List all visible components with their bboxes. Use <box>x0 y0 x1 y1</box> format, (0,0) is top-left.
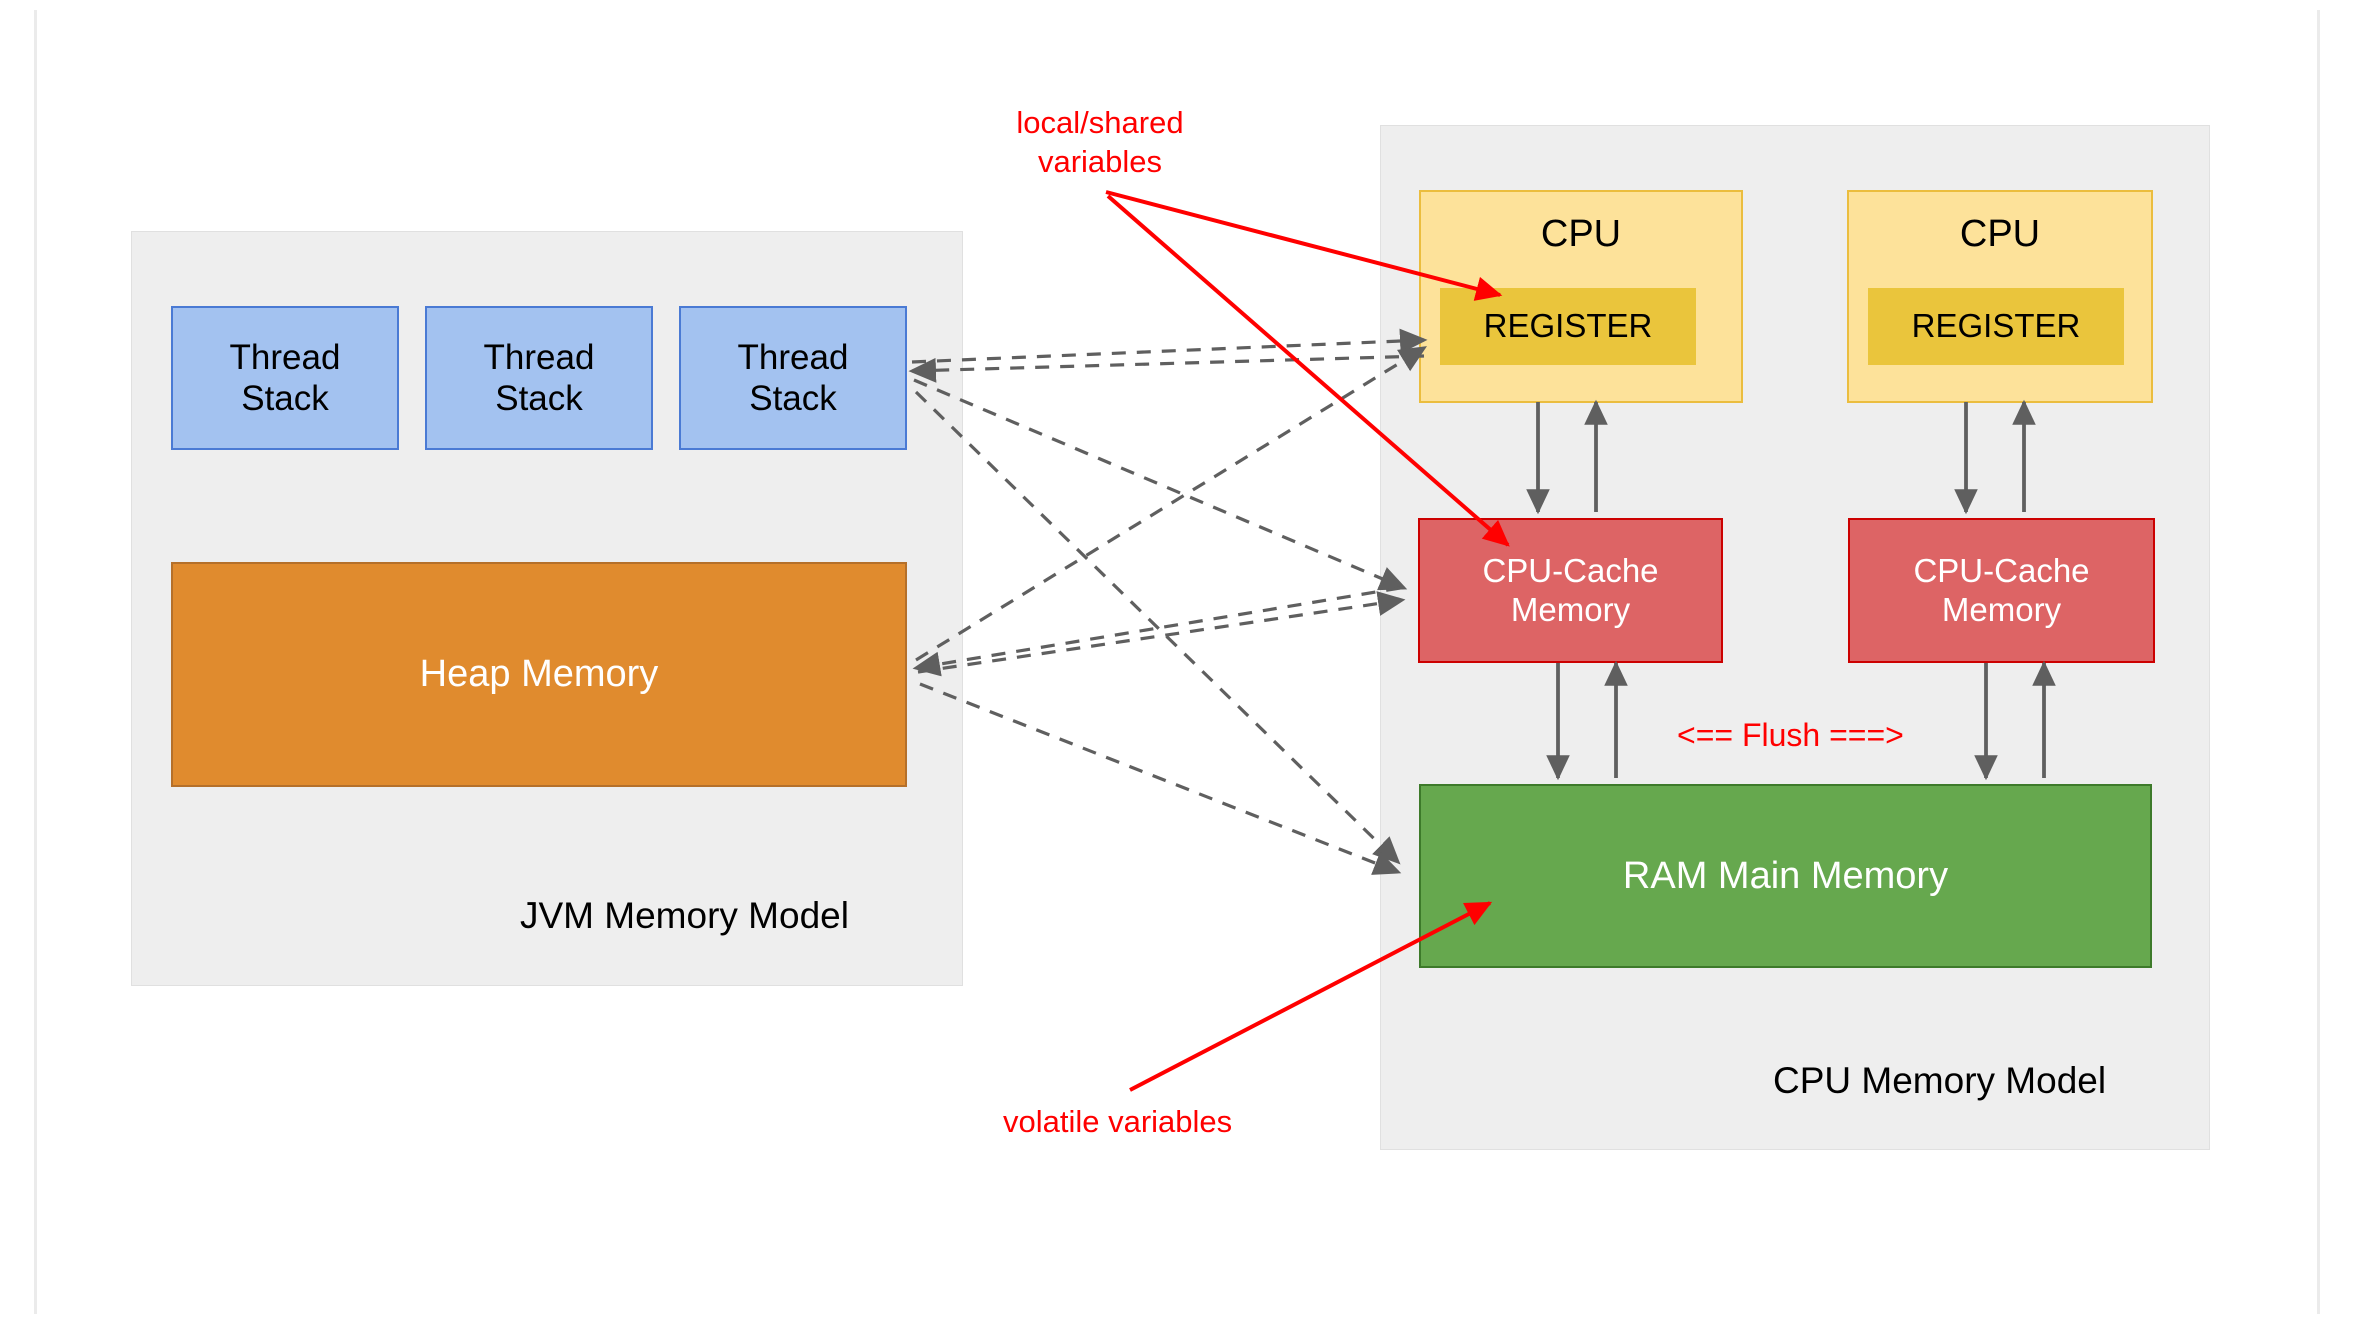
ram-main-memory-label: RAM Main Memory <box>1622 854 1949 897</box>
thread-stack-line1: Thread <box>229 337 341 377</box>
thread-stack-label-2: Thread Stack <box>484 337 595 420</box>
cpu-cache-memory-box-1[interactable]: CPU-Cache Memory <box>1418 518 1723 663</box>
cpu-cache-label-1: CPU-Cache Memory <box>1482 552 1658 630</box>
ram-main-memory-box[interactable]: RAM Main Memory <box>1419 784 2152 968</box>
cpu-cache-line2: Memory <box>1510 590 1631 628</box>
thread-stack-label-3: Thread Stack <box>738 337 849 420</box>
register-box-1[interactable]: REGISTER <box>1440 288 1696 365</box>
page-frame-border <box>34 10 2320 1314</box>
cpu-cache-line1: CPU-Cache <box>1482 551 1659 589</box>
register-label-1: REGISTER <box>1483 307 1653 345</box>
cpu-memory-model-label: CPU Memory Model <box>1773 1060 2107 1101</box>
thread-stack-box-3[interactable]: Thread Stack <box>679 306 907 450</box>
local-shared-variables-annotation: local/shared variables <box>1010 104 1190 182</box>
thread-stack-line2: Stack <box>495 379 583 418</box>
thread-stack-line2: Stack <box>241 379 329 418</box>
register-label-2: REGISTER <box>1911 307 2081 345</box>
local-shared-line1: local/shared <box>1016 105 1184 140</box>
heap-memory-box[interactable]: Heap Memory <box>171 562 907 787</box>
cpu-title-1: CPU <box>1540 213 1622 255</box>
thread-stack-line1: Thread <box>737 337 849 377</box>
local-shared-line2: variables <box>1037 143 1163 179</box>
cpu-cache-line2: Memory <box>1941 590 2062 628</box>
cpu-title-2: CPU <box>1959 213 2041 255</box>
register-box-2[interactable]: REGISTER <box>1868 288 2124 365</box>
cpu-cache-memory-box-2[interactable]: CPU-Cache Memory <box>1848 518 2155 663</box>
thread-stack-box-2[interactable]: Thread Stack <box>425 306 653 450</box>
jvm-memory-model-label: JVM Memory Model <box>520 895 849 936</box>
cpu-cache-line1: CPU-Cache <box>1913 551 2090 589</box>
thread-stack-line1: Thread <box>483 337 595 377</box>
thread-stack-line2: Stack <box>749 379 837 418</box>
volatile-variables-annotation: volatile variables <box>1003 1104 1233 1139</box>
flush-label: <== Flush ===> <box>1677 717 1904 753</box>
thread-stack-label-1: Thread Stack <box>230 337 341 420</box>
cpu-cache-label-2: CPU-Cache Memory <box>1913 552 2089 630</box>
thread-stack-box-1[interactable]: Thread Stack <box>171 306 399 450</box>
heap-memory-label: Heap Memory <box>419 653 659 696</box>
